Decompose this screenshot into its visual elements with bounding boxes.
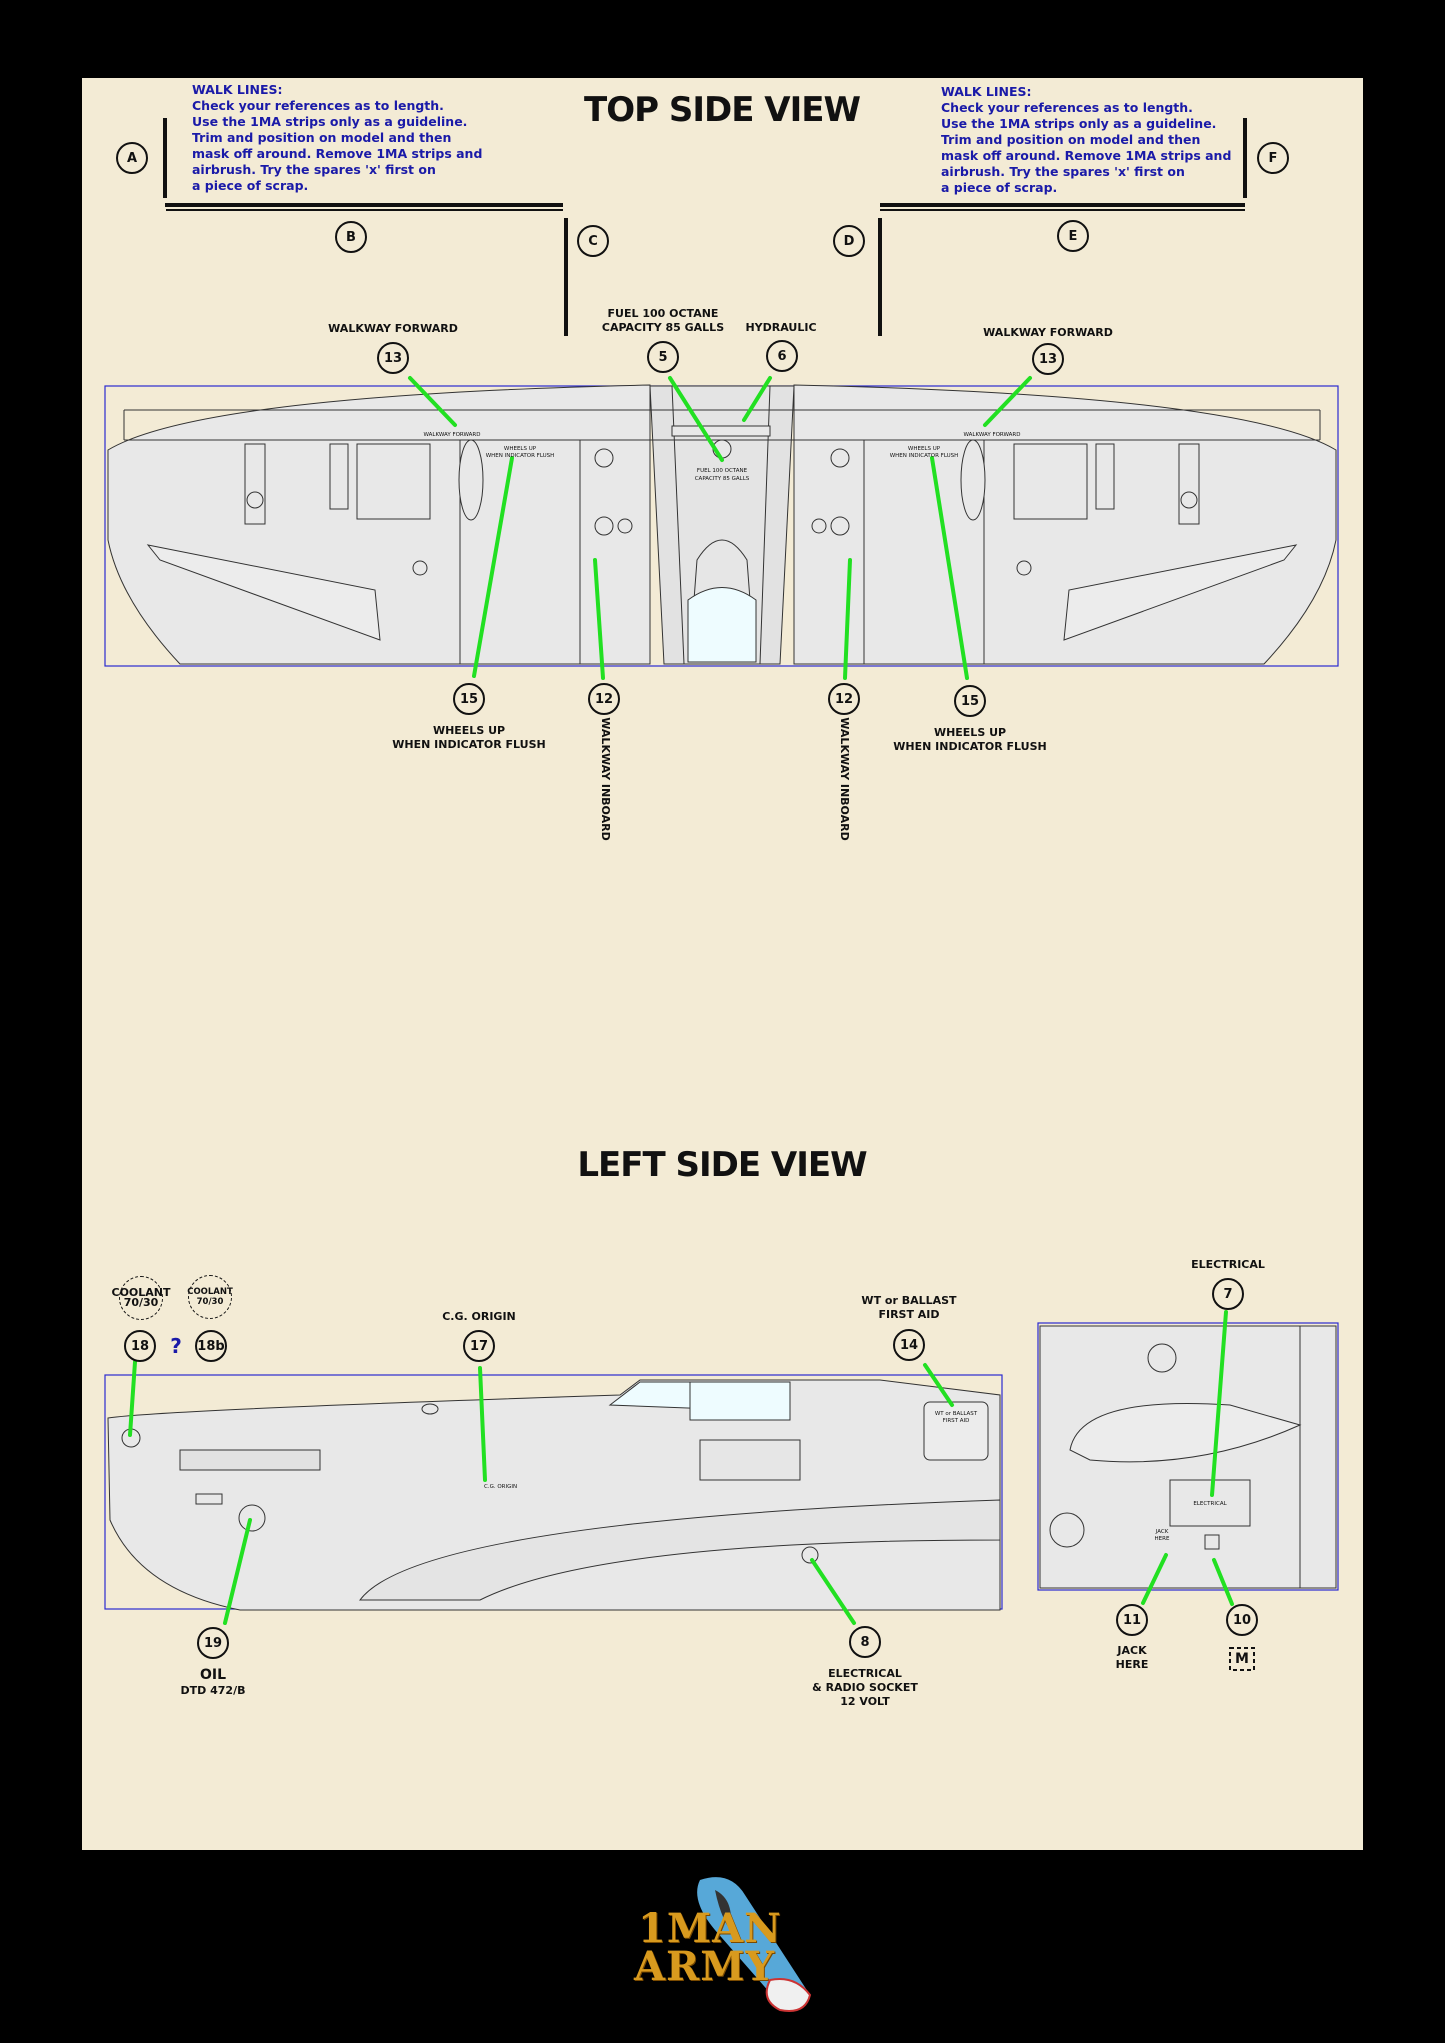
1man-army-logo: 1MAN ARMY bbox=[620, 1870, 820, 2020]
stencil-fuel-2: CAPACITY 85 GALLS bbox=[695, 476, 750, 482]
letter-c: C bbox=[577, 225, 609, 257]
label-cg-origin: C.G. ORIGIN bbox=[442, 1310, 516, 1323]
stencil-walkway-forward-right: WALKWAY FORWARD bbox=[963, 432, 1020, 438]
stencils: WALKWAY FORWARD WALKWAY FORWARD WHEELS U… bbox=[423, 432, 1227, 1542]
stencil-wheels-up-right-2: WHEN INDICATOR FLUSH bbox=[890, 453, 959, 459]
title-top-side-view: TOP SIDE VIEW bbox=[584, 90, 861, 130]
walk-lines-note-left: WALK LINES: Check your references as to … bbox=[192, 82, 483, 193]
callout-15-left: 15 bbox=[453, 683, 485, 715]
letter-d: D bbox=[833, 225, 865, 257]
callout-17: 17 bbox=[463, 1330, 495, 1362]
stencil-first-aid-2: FIRST AID bbox=[943, 1418, 970, 1424]
callout-8: 8 bbox=[849, 1626, 881, 1658]
label-wt-ballast: WT or BALLAST FIRST AID bbox=[861, 1294, 957, 1321]
stencil-walkway-forward-left: WALKWAY FORWARD bbox=[423, 432, 480, 438]
stencil-first-aid: WT or BALLAST bbox=[935, 1411, 978, 1417]
title-left-side-view: LEFT SIDE VIEW bbox=[577, 1145, 867, 1185]
label-electrical-socket: ELECTRICAL & RADIO SOCKET 12 VOLT bbox=[812, 1667, 918, 1708]
coolant-stencil-18b: COOLANT 70/30 bbox=[187, 1275, 233, 1319]
logo-line-1: 1MAN bbox=[638, 1905, 782, 1952]
question-mark: ? bbox=[170, 1334, 182, 1358]
label-wheels-up-right: WHEELS UP WHEN INDICATOR FLUSH bbox=[893, 726, 1047, 753]
label-walkway-forward-right: WALKWAY FORWARD bbox=[983, 326, 1113, 339]
callout-12-right: 12 bbox=[828, 683, 860, 715]
stencil-electrical: ELECTRICAL bbox=[1193, 1501, 1227, 1507]
coolant-stencil-18: COOLANT 70/30 bbox=[112, 1276, 171, 1320]
label-jack-here: JACK HERE bbox=[1115, 1644, 1149, 1671]
label-walkway-inboard-left: WALKWAY INBOARD bbox=[599, 717, 612, 841]
wing-detail bbox=[1039, 1325, 1337, 1589]
label-electrical-top: ELECTRICAL bbox=[1191, 1258, 1265, 1271]
leader-lines bbox=[128, 376, 1234, 1625]
top-view-aircraft bbox=[107, 384, 1337, 665]
stencil-wheels-up-right: WHEELS UP bbox=[908, 446, 941, 452]
label-hydraulic: HYDRAULIC bbox=[745, 321, 817, 334]
stencil-cg-origin: C.G. ORIGIN bbox=[484, 1484, 517, 1490]
label-oil-spec: DTD 472/B bbox=[180, 1684, 246, 1697]
label-fuel: FUEL 100 OCTANE CAPACITY 85 GALLS bbox=[601, 307, 725, 334]
label-m-mark: M bbox=[1235, 1651, 1249, 1667]
letter-f: F bbox=[1257, 142, 1289, 174]
letter-a: A bbox=[116, 142, 148, 174]
callout-13-left: 13 bbox=[377, 342, 409, 374]
wing-detail-frame bbox=[1037, 1322, 1339, 1591]
label-oil: OIL bbox=[199, 1667, 227, 1683]
callout-12-left: 12 bbox=[588, 683, 620, 715]
m-stencil-box bbox=[1229, 1647, 1255, 1671]
callout-13-right: 13 bbox=[1032, 343, 1064, 375]
left-view-aircraft bbox=[107, 1379, 1001, 1611]
callout-7: 7 bbox=[1212, 1278, 1244, 1310]
callout-18: 18 bbox=[124, 1330, 156, 1362]
letter-e: E bbox=[1057, 220, 1089, 252]
label-walkway-inboard-right: WALKWAY INBOARD bbox=[838, 717, 851, 841]
label-wheels-up-left: WHEELS UP WHEN INDICATOR FLUSH bbox=[392, 724, 546, 751]
callout-15-right: 15 bbox=[954, 685, 986, 717]
stencil-wheels-up-left-2: WHEN INDICATOR FLUSH bbox=[486, 453, 555, 459]
letter-b: B bbox=[335, 221, 367, 253]
stencil-jack-2: HERE bbox=[1155, 1536, 1170, 1542]
callout-19: 19 bbox=[197, 1627, 229, 1659]
logo-line-2: ARMY bbox=[634, 1943, 776, 1990]
stencil-wheels-up-left: WHEELS UP bbox=[504, 446, 537, 452]
stencil-fuel: FUEL 100 OCTANE bbox=[697, 468, 748, 474]
callout-11: 11 bbox=[1116, 1604, 1148, 1636]
walk-lines-note-right: WALK LINES: Check your references as to … bbox=[941, 84, 1232, 195]
callout-6: 6 bbox=[766, 340, 798, 372]
label-walkway-forward-left: WALKWAY FORWARD bbox=[328, 322, 458, 335]
callout-10: 10 bbox=[1226, 1604, 1258, 1636]
callout-18b: 18b bbox=[195, 1330, 227, 1362]
callout-14: 14 bbox=[893, 1329, 925, 1361]
walk-line-strips bbox=[163, 118, 1247, 336]
callout-5: 5 bbox=[647, 341, 679, 373]
stencil-jack: JACK bbox=[1155, 1529, 1169, 1535]
